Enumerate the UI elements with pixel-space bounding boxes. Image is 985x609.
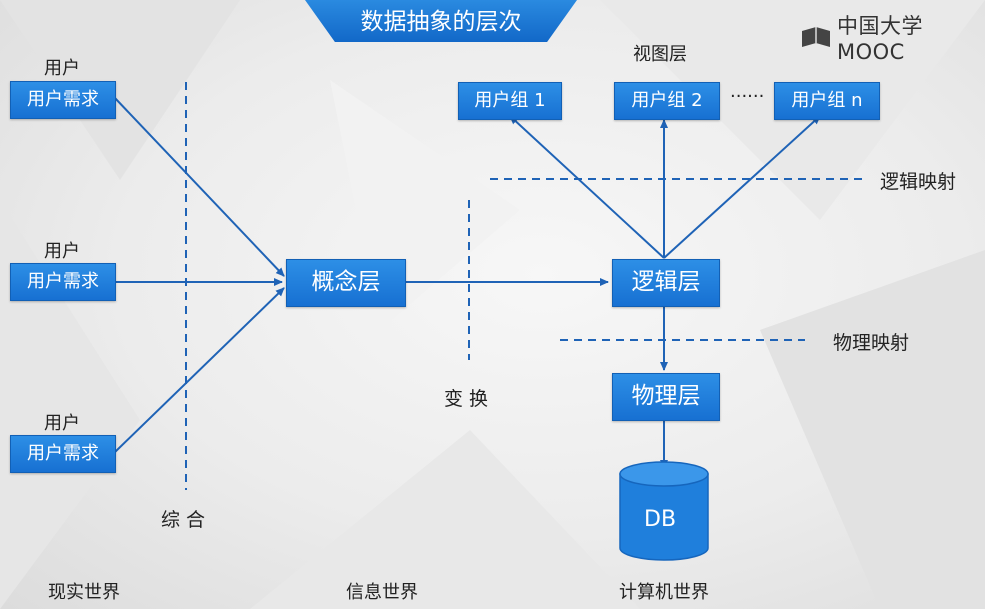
user-requirement-box-1: 用户需求 bbox=[10, 81, 116, 119]
db-label: DB bbox=[644, 507, 677, 532]
database-cylinder bbox=[619, 461, 709, 561]
information-world-label: 信息世界 bbox=[346, 582, 418, 603]
user-requirement-box-3: 用户需求 bbox=[10, 435, 116, 473]
arrow-logical-to-group1 bbox=[509, 115, 665, 259]
view-groups-ellipsis: ······ bbox=[730, 86, 765, 107]
logical-mapping-label: 逻辑映射 bbox=[880, 171, 957, 193]
user-requirement-box-2: 用户需求 bbox=[10, 263, 116, 301]
user-group-box-2: 用户组 2 bbox=[614, 82, 720, 120]
real-world-label: 现实世界 bbox=[48, 582, 120, 603]
transform-label: 变 换 bbox=[444, 388, 489, 410]
arrow-logical-to-groupn bbox=[663, 115, 821, 259]
logo-text: 中国大学MOOC bbox=[837, 14, 923, 64]
computer-world-label: 计算机世界 bbox=[619, 582, 709, 603]
page-title: 数据抽象的层次 bbox=[305, 0, 577, 42]
mooc-logo: 中国大学MOOC bbox=[800, 14, 985, 64]
view-layer-label: 视图层 bbox=[633, 44, 687, 65]
mooc-logo-icon bbox=[800, 25, 834, 49]
user-label-3: 用户 bbox=[44, 413, 80, 434]
physical-mapping-label: 物理映射 bbox=[833, 332, 910, 354]
user-group-box-1: 用户组 1 bbox=[458, 82, 562, 120]
physical-layer-box: 物理层 bbox=[612, 373, 720, 421]
user-group-box-n: 用户组 n bbox=[774, 82, 880, 120]
arrow-user3-to-conceptual bbox=[113, 287, 285, 454]
user-label-1: 用户 bbox=[44, 58, 80, 79]
arrow-user1-to-conceptual bbox=[113, 96, 285, 277]
synthesis-label: 综 合 bbox=[161, 509, 206, 531]
conceptual-layer-box: 概念层 bbox=[286, 259, 406, 307]
logical-layer-box: 逻辑层 bbox=[612, 259, 720, 307]
user-label-2: 用户 bbox=[44, 241, 80, 262]
